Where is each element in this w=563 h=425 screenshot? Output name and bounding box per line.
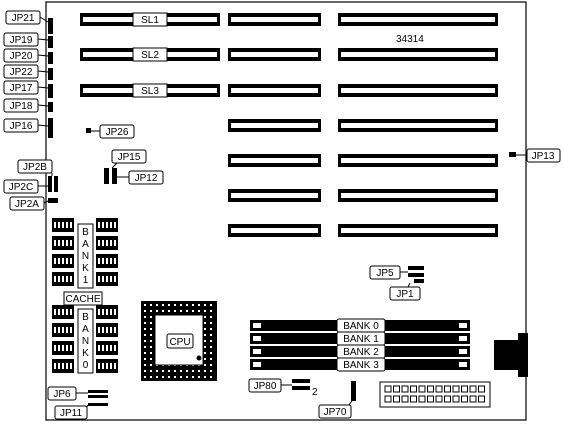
keyboard-connector [494, 333, 528, 377]
cache-bank-letter: N [82, 251, 89, 262]
cache-bank-letter: N [82, 336, 89, 347]
label-jp16: JP16 [10, 121, 33, 132]
label-jp80: JP80 [254, 381, 277, 392]
slot-sl2: SL2 [80, 47, 220, 62]
board-outline [45, 1, 527, 421]
cache-bank1-box [77, 223, 94, 289]
cpu-socket: CPU [141, 301, 217, 381]
cache-bank0-box [77, 308, 94, 374]
simm-bank-2: BANK 2 [250, 344, 470, 359]
jumper-jp80: JP80 2 [248, 378, 318, 398]
label-jp5: JP5 [376, 268, 394, 279]
cache-bank-letter: B [82, 312, 89, 323]
label-jp18: JP18 [10, 101, 33, 112]
simm-bank-3: BANK 3 [250, 357, 470, 372]
jumper-jp22: JP22 [3, 64, 49, 79]
slot-label-sl2: SL2 [141, 50, 159, 61]
jumper-jp26: JP26 [86, 124, 135, 139]
cache-label-box [63, 291, 103, 306]
expansion-slots-middle [228, 13, 321, 237]
label-jp20: JP20 [10, 51, 33, 62]
jumper-jp13: JP13 [509, 148, 561, 163]
label-jp13: JP13 [532, 151, 555, 162]
label-jp26: JP26 [106, 127, 129, 138]
left-jumper-column [48, 18, 53, 138]
cache-sram-chips [52, 218, 118, 373]
label-jp21: JP21 [12, 13, 35, 24]
cache-bank-letter: A [82, 239, 89, 250]
simm-bank-1: BANK 1 [250, 331, 470, 346]
jumper-jp21: JP21 [5, 10, 49, 25]
slot-label-sl1: SL1 [141, 15, 159, 26]
simm-bank-0: BANK 0 [250, 318, 470, 333]
label-bank-3: BANK 3 [343, 360, 379, 371]
jumper-jp6-jp11: JP6 JP11 [47, 386, 108, 420]
label-bank-2: BANK 2 [343, 347, 379, 358]
slot-label-sl3: SL3 [141, 86, 159, 97]
label-jp70: JP70 [324, 407, 347, 418]
jumper-jp5-jp1: JP5 JP1 [369, 265, 424, 301]
jumper-jp19: JP19 [3, 32, 49, 47]
label-jp12: JP12 [135, 173, 158, 184]
cache-label: CACHE [65, 294, 100, 305]
expansion-slots-right [338, 13, 498, 237]
label-jp19: JP19 [10, 35, 33, 46]
cache-bank-letter: K [82, 263, 89, 274]
label-jp15: JP15 [118, 152, 141, 163]
slot-sl1: SL1 [80, 12, 220, 27]
label-jp2c: JP2C [9, 182, 33, 193]
cache-bank-letter: A [82, 324, 89, 335]
cache-bank-letter: B [82, 227, 89, 238]
cpu-label: CPU [169, 337, 190, 348]
jumper-jp2-group: JP2B JP2C JP2A [3, 159, 58, 211]
label-jp22: JP22 [10, 67, 33, 78]
jumper-jp15-jp12: JP15 JP12 [104, 149, 164, 185]
label-jp17: JP17 [10, 83, 33, 94]
cache-bank-letter: 0 [83, 360, 89, 371]
label-jp2b: JP2B [23, 162, 47, 173]
expansion-slots-left: SL1 SL2 SL3 [80, 12, 220, 98]
jumper-jp17: JP17 [3, 80, 49, 95]
memory-banks: BANK 0 BANK 1 BANK 2 BANK 3 [250, 318, 470, 372]
board-number: 34314 [396, 34, 424, 45]
label-jp2a: JP2A [15, 199, 39, 210]
cache-bank-letter: K [82, 348, 89, 359]
jumper-jp18: JP18 [3, 98, 49, 113]
label-jp6: JP6 [53, 389, 71, 400]
jumper-jp70: JP70 [318, 381, 356, 419]
label-jp11: JP11 [60, 408, 82, 419]
jumper-jp20: JP20 [3, 48, 49, 63]
label-bank-0: BANK 0 [343, 321, 379, 332]
power-connector [379, 381, 491, 408]
jumper-jp16: JP16 [3, 118, 49, 133]
label-bank-1: BANK 1 [343, 334, 379, 345]
slot-sl3: SL3 [80, 83, 220, 98]
label-jp1: JP1 [396, 289, 414, 300]
label-jp80-pin: 2 [312, 387, 318, 398]
cache-bank-letter: 1 [83, 275, 89, 286]
